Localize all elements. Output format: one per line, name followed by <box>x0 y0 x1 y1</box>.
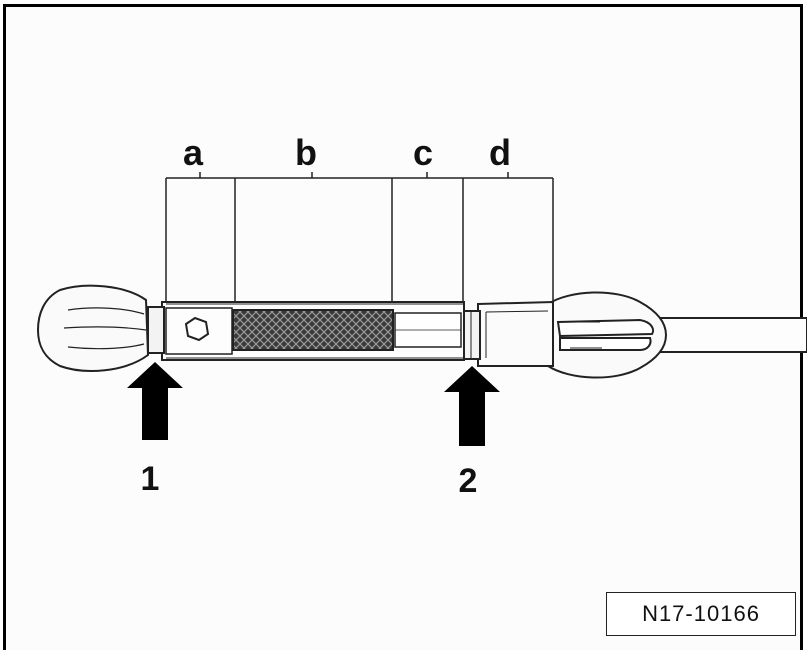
right-ball-socket <box>547 291 668 379</box>
left-ball-end <box>36 284 150 372</box>
dimension-brackets <box>165 172 554 304</box>
adjuster-sleeve <box>477 300 554 367</box>
cable <box>654 317 807 353</box>
segment-label-a: a <box>183 132 204 173</box>
segment-label-d: d <box>489 132 511 173</box>
reference-number: N17-10166 <box>642 601 760 626</box>
lock-collar <box>462 310 481 360</box>
arrow-1 <box>127 362 183 440</box>
segment-label-c: c <box>413 132 433 173</box>
arrow-label-2: 2 <box>459 462 478 500</box>
arrow-label-1: 1 <box>141 460 160 498</box>
knurled-section <box>232 309 394 351</box>
hex-nut <box>165 307 233 355</box>
arrow-2 <box>444 366 500 446</box>
left-collar <box>147 306 165 354</box>
segment-label-b: b <box>295 132 317 173</box>
reference-number-box: N17-10166 <box>606 592 796 636</box>
